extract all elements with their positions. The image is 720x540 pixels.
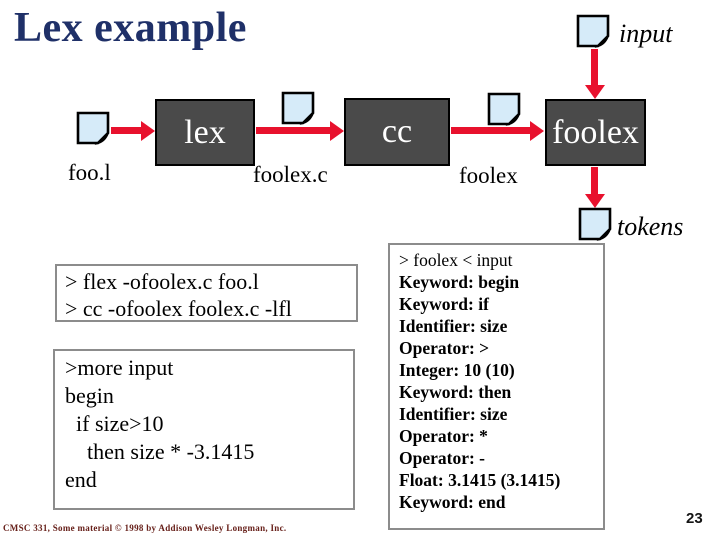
output-line: Integer: 10 (10) <box>399 360 515 380</box>
output-line: Keyword: end <box>399 492 506 512</box>
lex-box-label: lex <box>184 113 226 151</box>
output-line: > foolex < input <box>399 250 513 270</box>
input-line: then size * -3.1415 <box>65 439 255 464</box>
command-line: > cc -ofoolex foolex.c -lfl <box>65 296 292 321</box>
arrow-down-icon <box>585 49 605 99</box>
page-title: Lex example <box>14 5 247 51</box>
output-line: Operator: > <box>399 338 490 358</box>
document-icon <box>487 92 521 127</box>
process-box-cc: cc <box>344 98 450 166</box>
document-icon <box>281 91 315 126</box>
token-output-box: > foolex < input Keyword: begin Keyword:… <box>388 243 605 530</box>
output-line: Identifier: size <box>399 404 508 424</box>
input-line: >more input <box>65 355 174 380</box>
process-box-lex: lex <box>155 99 255 166</box>
output-line: Keyword: then <box>399 382 512 402</box>
tokens-file-label: tokens <box>617 212 684 241</box>
output-line: Float: 3.1415 (3.1415) <box>399 470 561 490</box>
command-box: > flex -ofoolex.c foo.l > cc -ofoolex fo… <box>55 264 358 322</box>
page-number: 23 <box>686 510 703 527</box>
foolexc-file-label: foolex.c <box>253 162 328 187</box>
command-line: > flex -ofoolex.c foo.l <box>65 269 259 294</box>
arrow-right-icon <box>451 121 544 141</box>
foolex-box-label: foolex <box>552 113 639 151</box>
output-line: Operator: - <box>399 448 486 468</box>
input-line: begin <box>65 383 114 408</box>
input-line: end <box>65 467 97 492</box>
foo-file-label: foo.l <box>68 160 111 185</box>
input-line: if size>10 <box>65 411 164 436</box>
arrow-right-icon <box>256 121 344 141</box>
input-program-box: >more input begin if size>10 then size *… <box>53 349 355 510</box>
output-line: Keyword: begin <box>399 272 520 292</box>
arrow-down-icon <box>585 167 605 208</box>
document-icon <box>76 111 110 146</box>
output-line: Identifier: size <box>399 316 508 336</box>
input-file-label: input <box>619 19 673 48</box>
arrow-right-icon <box>111 121 155 141</box>
cc-box-label: cc <box>381 113 413 150</box>
document-icon <box>576 14 610 49</box>
foolex-file-label: foolex <box>459 163 518 188</box>
output-line: Keyword: if <box>399 294 489 314</box>
output-line: Operator: * <box>399 426 488 446</box>
footer-credit: CMSC 331, Some material © 1998 by Addiso… <box>3 523 287 533</box>
document-icon <box>578 207 612 242</box>
process-box-foolex: foolex <box>545 99 646 166</box>
